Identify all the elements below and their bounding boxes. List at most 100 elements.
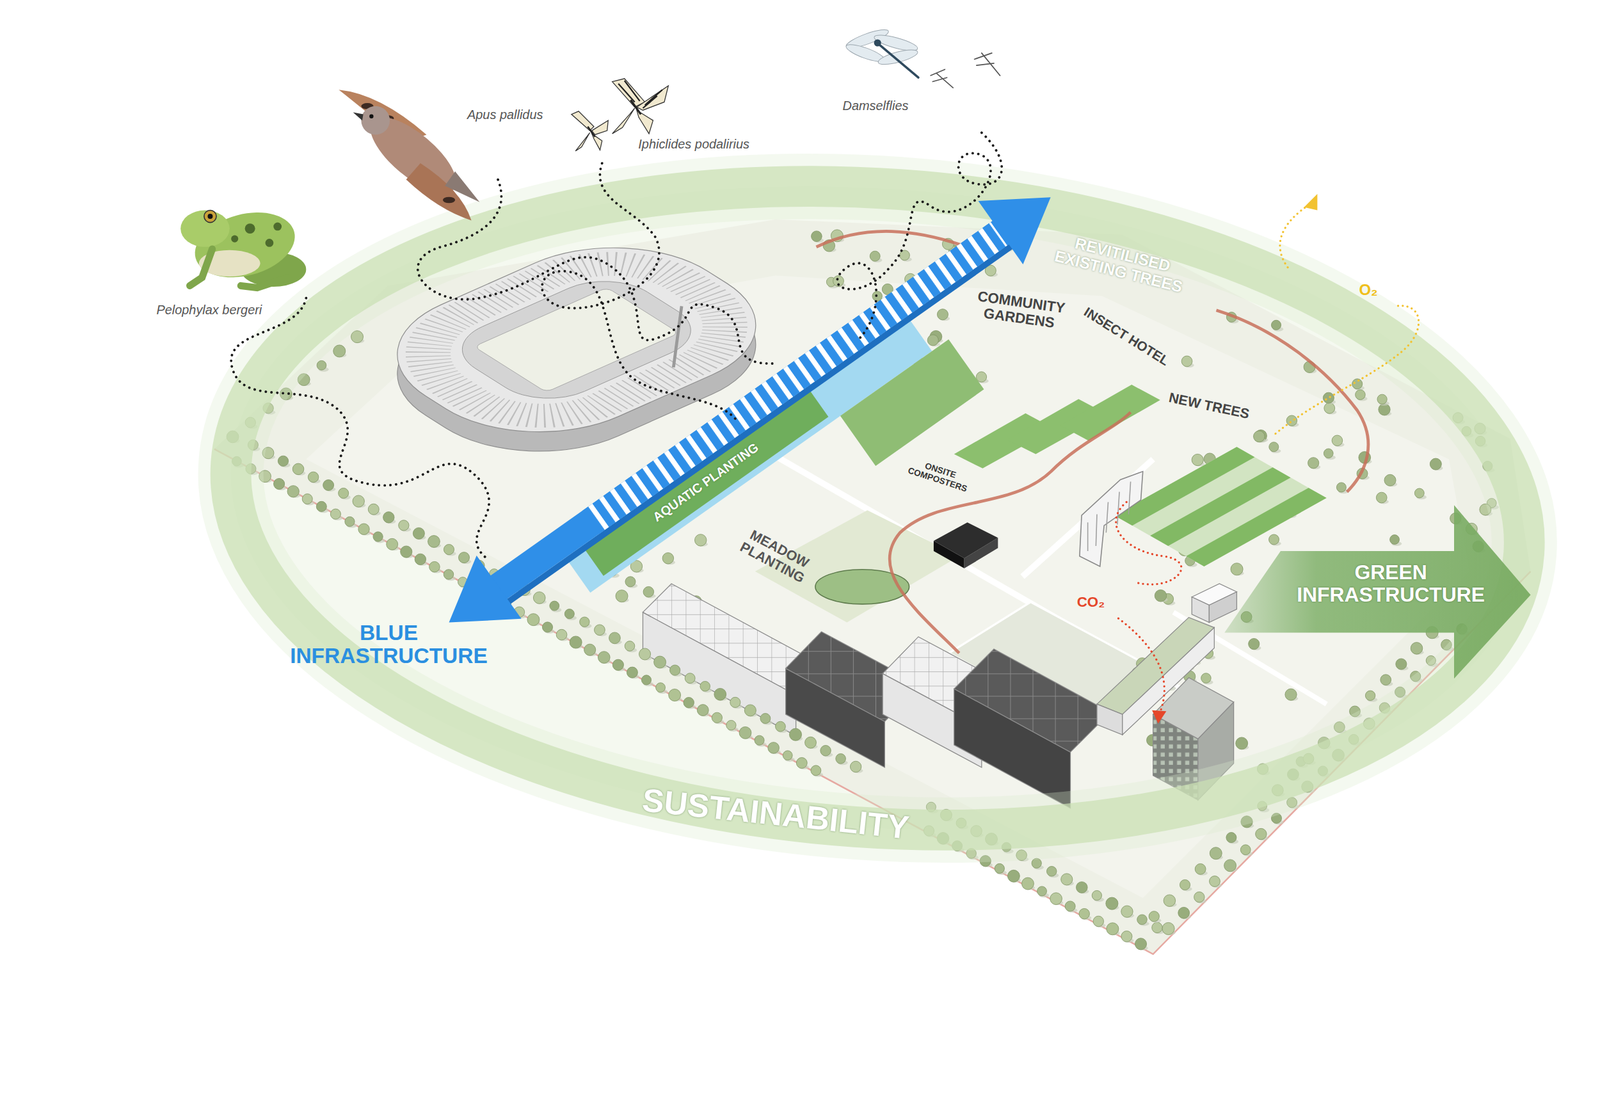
- damselfly-illustration: [874, 39, 882, 47]
- bird-illustration: [338, 89, 480, 221]
- stadium: [673, 305, 682, 368]
- tree: [869, 250, 880, 262]
- tree: [414, 553, 426, 565]
- tree: [1105, 897, 1119, 910]
- carbon-flow: [1118, 618, 1165, 715]
- tree: [1191, 453, 1204, 466]
- bird-illustration: [360, 106, 390, 136]
- tree: [927, 334, 939, 346]
- tree: [1376, 492, 1387, 504]
- tree: [1148, 911, 1160, 922]
- flight-path: [417, 179, 778, 364]
- tree: [333, 344, 346, 358]
- damselfly-illustration: [844, 26, 1000, 88]
- blue-infrastructure-arrow: [426, 555, 522, 655]
- tree: [1162, 922, 1175, 935]
- species-label: Iphiclides podalirius: [638, 137, 750, 152]
- tree: [287, 485, 299, 498]
- frog-illustration: [204, 209, 217, 223]
- tree: [373, 531, 383, 542]
- tree: [976, 371, 987, 383]
- zone-label: NEW TREES: [1167, 390, 1251, 423]
- tree: [1121, 905, 1133, 918]
- frog-illustration: [245, 223, 256, 234]
- tree: [670, 664, 681, 676]
- tree: [533, 592, 546, 605]
- tree: [624, 641, 635, 652]
- tree: [1021, 877, 1034, 890]
- zone-label: ONSITE COMPOSTERS: [897, 453, 982, 498]
- stadium: [388, 243, 765, 438]
- butterfly-illustration: [630, 99, 641, 114]
- tree: [1121, 931, 1133, 943]
- tree: [775, 721, 786, 732]
- tree: [1007, 869, 1020, 882]
- sports-field: [1114, 446, 1327, 567]
- tree: [1230, 563, 1243, 576]
- tree: [810, 765, 822, 776]
- tree: [1209, 847, 1222, 860]
- tree: [639, 648, 651, 660]
- tree: [1106, 922, 1119, 936]
- tree: [696, 704, 709, 717]
- tree: [330, 508, 341, 520]
- tree: [1061, 873, 1073, 886]
- tree: [1201, 673, 1212, 684]
- composter-box: [933, 522, 998, 559]
- frog-illustration: [180, 202, 306, 288]
- tree: [458, 552, 470, 564]
- composter-box: [933, 522, 998, 569]
- tree: [1365, 690, 1375, 701]
- flight-path: [231, 298, 489, 560]
- species-label: Damselflies: [842, 99, 909, 114]
- tree: [1308, 457, 1320, 469]
- tree: [1178, 906, 1190, 919]
- tree: [754, 735, 765, 745]
- damselfly-illustration: [876, 46, 920, 68]
- bird-illustration: [369, 114, 374, 119]
- arrowhead: [1152, 710, 1167, 724]
- tree: [1137, 914, 1148, 925]
- tree: [584, 643, 596, 656]
- tree: [428, 535, 441, 548]
- zone-label: COMMUNITY GARDENS: [960, 286, 1081, 335]
- frog-illustration: [207, 213, 213, 219]
- tree: [684, 673, 696, 684]
- blue-infrastructure-arrow: [503, 241, 1017, 607]
- tree: [307, 471, 319, 483]
- frog-illustration: [273, 222, 282, 232]
- tree: [1209, 876, 1221, 888]
- tree: [1163, 894, 1176, 907]
- tree: [1079, 908, 1090, 919]
- tree: [1134, 938, 1147, 950]
- tree: [527, 613, 540, 626]
- tree: [338, 488, 349, 499]
- frog-illustration: [231, 235, 239, 243]
- tree: [1331, 435, 1343, 447]
- tree: [626, 666, 638, 678]
- butterfly-illustration: [592, 133, 603, 151]
- tree: [811, 231, 823, 242]
- tree: [292, 463, 304, 475]
- tree: [820, 745, 831, 756]
- tree: [412, 527, 425, 539]
- sustainability-ring: [208, 144, 1547, 873]
- butterfly-illustration: [587, 126, 595, 137]
- tree: [344, 516, 355, 527]
- tree: [739, 726, 752, 739]
- tree: [612, 659, 624, 671]
- tree: [569, 636, 582, 649]
- tree: [1269, 442, 1279, 452]
- blue-infrastructure-arrow: [582, 222, 1008, 534]
- tree: [768, 742, 780, 754]
- zone-label: AQUATIC PLANTING: [650, 440, 762, 525]
- sports-field: [1114, 446, 1327, 567]
- tree: [443, 569, 454, 580]
- tree: [323, 480, 335, 491]
- tree: [273, 478, 285, 489]
- tree: [1046, 866, 1057, 877]
- oxygen-flow: [1275, 305, 1419, 434]
- tree: [1269, 534, 1280, 545]
- tree: [1384, 474, 1396, 486]
